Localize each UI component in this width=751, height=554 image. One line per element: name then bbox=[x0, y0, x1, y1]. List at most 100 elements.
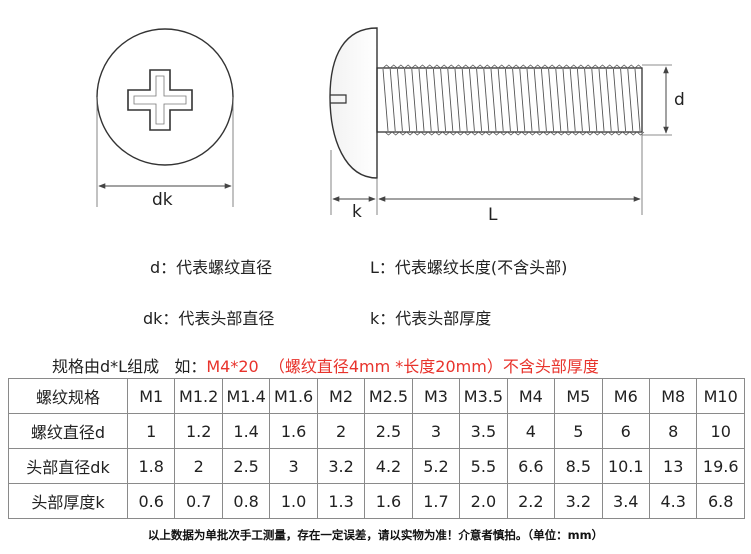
thread-crest bbox=[404, 64, 412, 69]
thread-crest bbox=[485, 131, 494, 136]
table-cell: 5.2 bbox=[411, 448, 461, 484]
table-cell: 10 bbox=[696, 413, 745, 449]
table-cell: M1.4 bbox=[221, 378, 271, 414]
thread-line bbox=[454, 68, 461, 132]
thread-crest bbox=[476, 64, 484, 69]
thread-crest bbox=[569, 64, 578, 69]
thread-crest bbox=[627, 64, 636, 69]
thread-line bbox=[612, 68, 619, 132]
thread-crest bbox=[461, 64, 470, 69]
thread-crest bbox=[507, 131, 515, 136]
thread-line bbox=[576, 68, 583, 132]
thread-crest bbox=[490, 64, 499, 69]
definition-L: L：代表螺纹长度(不含头部) bbox=[370, 258, 568, 277]
thread-crest bbox=[526, 64, 535, 69]
thread-crest bbox=[399, 131, 407, 136]
thread-crest bbox=[562, 64, 571, 69]
thread-crest bbox=[571, 131, 580, 136]
thread-crest bbox=[620, 64, 628, 69]
table-cell: M10 bbox=[696, 378, 745, 414]
thread-crest bbox=[557, 131, 566, 136]
table-cell: 6.6 bbox=[506, 448, 556, 484]
thread-crest bbox=[483, 64, 492, 69]
thread-line bbox=[504, 68, 511, 132]
table-cell: 5.5 bbox=[459, 448, 508, 484]
table-cell: 2.2 bbox=[506, 483, 556, 519]
thread-crest bbox=[492, 131, 501, 136]
thread-crest bbox=[579, 131, 587, 136]
thread-line bbox=[634, 68, 641, 132]
thread-crest bbox=[418, 64, 427, 69]
thread-crest bbox=[391, 131, 400, 136]
thread-line bbox=[620, 68, 627, 132]
thread-line bbox=[569, 68, 576, 132]
screw-side-view bbox=[329, 27, 672, 215]
thread-crest bbox=[622, 131, 630, 136]
table-cell: 1.6 bbox=[364, 483, 413, 519]
thread-crest bbox=[456, 131, 465, 136]
thread-line bbox=[526, 68, 533, 132]
table-cell: 2.0 bbox=[459, 483, 508, 519]
thread-crest bbox=[586, 131, 594, 136]
d-label: d bbox=[674, 90, 685, 110]
thread-crest bbox=[593, 131, 602, 136]
table-cell: M5 bbox=[554, 378, 603, 414]
thread-crest bbox=[584, 64, 592, 69]
thread-line bbox=[533, 68, 540, 132]
thread-crest bbox=[435, 131, 443, 136]
thread-crest bbox=[413, 131, 422, 136]
thread-line bbox=[440, 68, 447, 132]
thread-line bbox=[404, 68, 411, 132]
table-cell: 4 bbox=[506, 413, 556, 449]
thread-line bbox=[540, 68, 547, 132]
thread-crest bbox=[629, 131, 638, 136]
measurement-disclaimer: 以上数据为单批次手工测量，存在一定误差，请以实物为准！介意者慎拍。（单位：mm） bbox=[147, 528, 604, 542]
thread-crest bbox=[533, 64, 542, 69]
row-label: 头部直径dk bbox=[8, 448, 128, 484]
thread-crest bbox=[548, 64, 556, 69]
thread-crest bbox=[440, 64, 448, 69]
table-cell: 1.7 bbox=[411, 483, 461, 519]
thread-crest bbox=[384, 131, 393, 136]
table-cell: 2.5 bbox=[364, 413, 413, 449]
table-cell: M2 bbox=[316, 378, 366, 414]
thread-crest bbox=[505, 64, 513, 69]
table-cell: M2.5 bbox=[364, 378, 413, 414]
thread-line bbox=[432, 68, 439, 132]
thread-line bbox=[447, 68, 454, 132]
table-cell: 1.6 bbox=[269, 413, 318, 449]
spec-example-highlight: M4*20 （螺纹直径4mm *长度20mm）不含头部厚度 bbox=[206, 357, 599, 376]
thread-crest bbox=[406, 131, 414, 136]
thread-crest bbox=[634, 64, 643, 69]
thread-crest bbox=[478, 131, 486, 136]
thread-crest bbox=[605, 64, 614, 69]
thread-crest bbox=[389, 64, 398, 69]
thread-line bbox=[512, 68, 519, 132]
thread-crest bbox=[519, 64, 528, 69]
table-cell: 3 bbox=[269, 448, 318, 484]
thread-crest bbox=[541, 64, 549, 69]
table-cell: 0.6 bbox=[126, 483, 176, 519]
table-cell: 10.1 bbox=[601, 448, 650, 484]
thread-crest bbox=[499, 131, 508, 136]
thread-line bbox=[461, 68, 468, 132]
thread-crest bbox=[528, 131, 537, 136]
thread-crest bbox=[543, 131, 551, 136]
thread-crest bbox=[555, 64, 564, 69]
thread-line bbox=[584, 68, 591, 132]
spec-example: 规格由d*L组成 如：M4*20 （螺纹直径4mm *长度20mm）不含头部厚度 bbox=[52, 353, 599, 377]
thread-line bbox=[605, 68, 612, 132]
table-cell: 8 bbox=[648, 413, 698, 449]
thread-crest bbox=[535, 131, 544, 136]
thread-crest bbox=[613, 64, 621, 69]
row-label: 螺纹规格 bbox=[8, 378, 128, 414]
thread-line bbox=[555, 68, 562, 132]
thread-crest bbox=[600, 131, 609, 136]
screw-diagram bbox=[96, 27, 672, 215]
table-cell: 6 bbox=[601, 413, 650, 449]
thread-line bbox=[591, 68, 598, 132]
thread-crest bbox=[471, 131, 479, 136]
thread-crest bbox=[598, 64, 607, 69]
